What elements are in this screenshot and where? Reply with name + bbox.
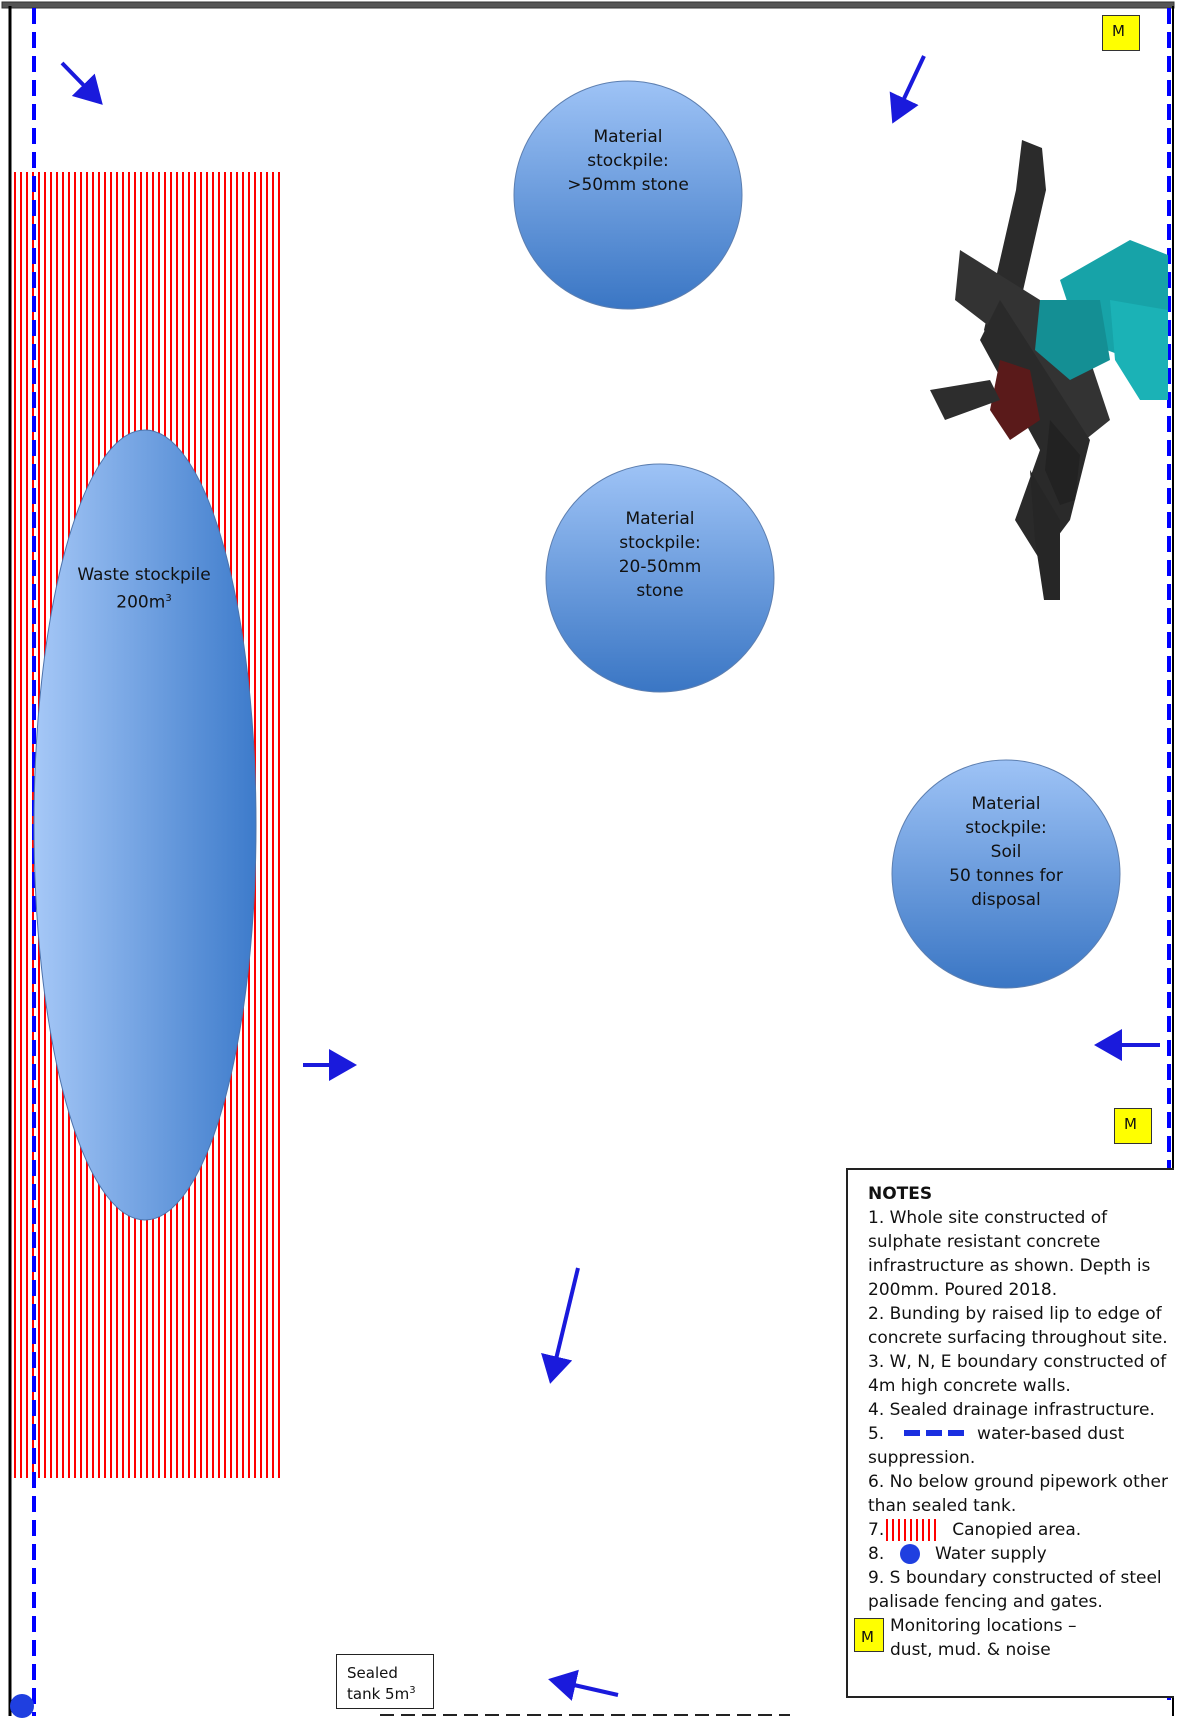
dust-suppression-legend-icon [903,1430,964,1436]
flow-arrows [60,55,1160,1701]
tracked-screener-image [930,140,1168,600]
stockpile-stone-large-label: Material stockpile: >50mm stone [558,125,698,197]
label-line: Soil [990,842,1022,862]
tank-volume: tank 5m [347,1685,410,1703]
superscript: 3 [165,593,172,604]
stockpile-waste [33,429,257,1221]
monitoring-marker: M [1102,15,1140,51]
label-line: 20-50mm [618,557,702,577]
legend-line: Monitoring locations – [890,1616,1077,1636]
sealed-tank: Sealed tank 5m3 [336,1654,434,1709]
label-line: stockpile: [965,818,1047,838]
stockpile-soil [891,759,1121,989]
arrow-icon [548,1669,619,1701]
arrow-icon [541,1267,580,1384]
label-line: 50 tonnes for [949,866,1063,886]
label-line: Waste stockpile [77,565,211,585]
label-line: Material [593,127,663,147]
note-4: 4. Sealed drainage infrastructure. [868,1400,1155,1420]
label-line: stone [636,581,684,601]
stockpile-stone-medium-label: Material stockpile: 20-50mm stone [590,507,730,603]
monitoring-legend-text: Monitoring locations – dust, mud. & nois… [890,1614,1077,1662]
note-number: 7. [868,1520,885,1540]
note-1: 1. Whole site constructed of sulphate re… [868,1208,1151,1300]
note-5: 5. water-based dust suppression. [868,1422,1174,1470]
arrow-icon [60,61,103,105]
volume-text: 200m [116,592,166,613]
note-text: Canopied area. [952,1520,1082,1540]
label-line: stockpile: [619,533,701,553]
label-line: disposal [971,890,1041,910]
note-text: Water supply [935,1544,1047,1564]
arrow-icon [889,55,926,124]
note-8: 8. Water supply [868,1542,1174,1566]
note-7: 7. Canopied area. [868,1518,1174,1542]
monitoring-marker: M [1114,1108,1152,1144]
label-line: Material [971,794,1041,814]
notes-title: NOTES [868,1184,933,1204]
label-line: 200m3 [64,587,224,615]
canopy-legend-icon [886,1519,937,1541]
tank-label: tank 5m3 [347,1682,433,1703]
label-line: stockpile: [587,151,669,171]
water-supply-legend-icon [899,1544,920,1564]
stockpile-stone-medium [545,463,775,693]
note-3: 3. W, N, E boundary constructed of 4m hi… [868,1352,1167,1396]
water-supply-icon [10,1694,34,1718]
note-number: 8. [868,1544,885,1564]
tank-label: Sealed [347,1664,398,1682]
legend-line: dust, mud. & noise [890,1640,1051,1660]
note-2: 2. Bunding by raised lip to edge of conc… [868,1304,1168,1348]
superscript: 3 [409,1685,416,1696]
note-number: 5. [868,1424,885,1444]
monitoring-legend: M Monitoring locations – dust, mud. & no… [854,1614,1174,1666]
stockpile-stone-large [513,80,743,310]
label-line: Material [625,509,695,529]
stockpile-waste-label: Waste stockpile 200m3 [64,563,224,615]
note-6: 6. No below ground pipework other than s… [868,1472,1168,1516]
notes-panel: NOTES 1. Whole site constructed of sulph… [846,1168,1174,1698]
label-line: >50mm stone [567,175,689,195]
note-text: water-based dust suppression. [868,1424,1125,1468]
monitoring-marker: M [854,1618,884,1652]
note-9: 9. S boundary constructed of steel palis… [868,1568,1162,1612]
stockpile-soil-label: Material stockpile: Soil 50 tonnes for d… [930,792,1082,912]
